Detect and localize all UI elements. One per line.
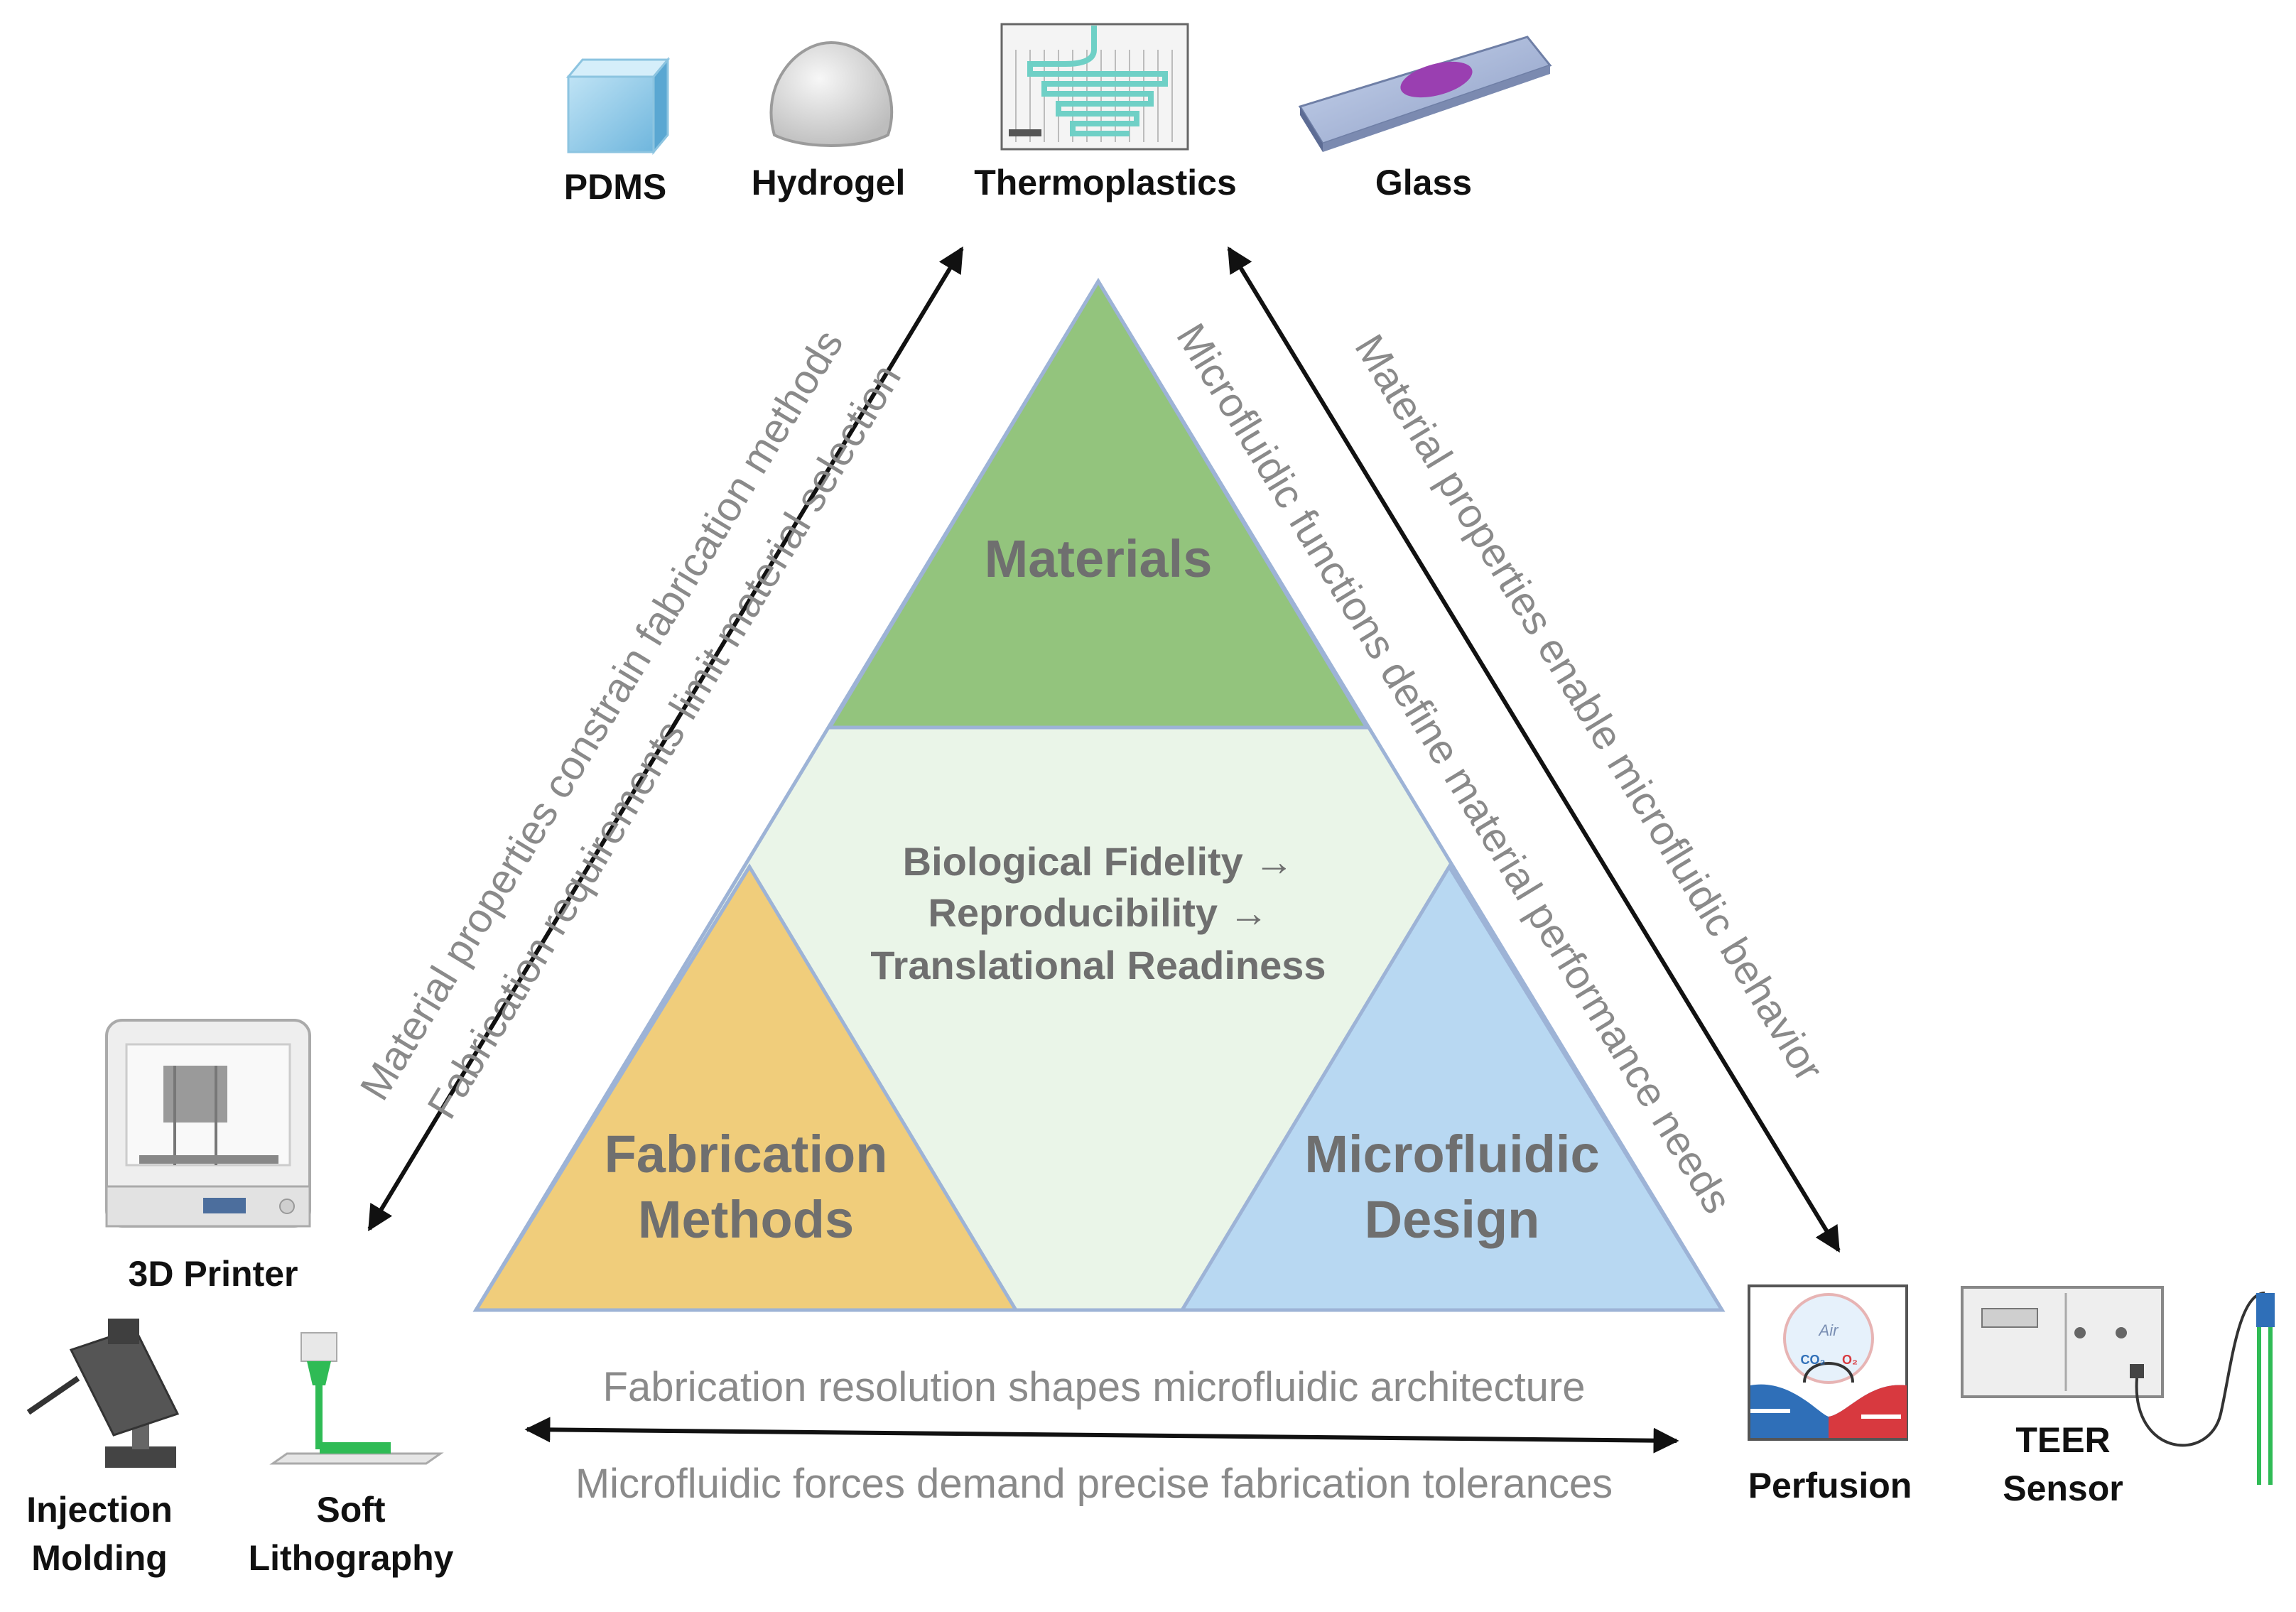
3d-printer-icon	[105, 1019, 311, 1228]
center-text-line1: Biological Fidelity →	[903, 839, 1294, 884]
design-label-line2: Design	[1365, 1190, 1540, 1249]
pdms-label: PDMS	[564, 167, 666, 207]
fabrication-label-line1: Fabrication	[605, 1125, 888, 1184]
hydrogel-label: Hydrogel	[752, 163, 906, 202]
perfusion-inset-o2: O₂	[1842, 1353, 1858, 1367]
perfusion-inset-co2: CO₂	[1801, 1353, 1826, 1367]
perfusion-icon	[1748, 1284, 1908, 1441]
perfusion-label: Perfusion	[1748, 1466, 1912, 1505]
center-text-line3: Translational Readiness	[870, 943, 1326, 988]
pdms-cube-icon	[565, 56, 671, 156]
injection-molding-icon	[26, 1319, 180, 1468]
thermoplastic-chip-icon	[1000, 23, 1189, 151]
design-label-line1: Microfluidic	[1304, 1125, 1599, 1184]
teer-label-line2: Sensor	[2003, 1468, 2123, 1508]
bottom-arrow-bottom-text: Microfluidic forces demand precise fabri…	[575, 1461, 1613, 1507]
right-arrow	[1227, 246, 1841, 1253]
soft-lithography-label-line1: Soft	[316, 1490, 386, 1530]
glass-label: Glass	[1375, 163, 1472, 202]
teer-label-line1: TEER	[2015, 1420, 2110, 1460]
soft-lithography-icon	[269, 1332, 444, 1465]
fabrication-label-line2: Methods	[638, 1190, 854, 1249]
left-arrow	[367, 246, 964, 1232]
3d-printer-label: 3D Printer	[129, 1254, 298, 1294]
thermoplastics-label: Thermoplastics	[974, 163, 1237, 202]
teer-sensor-icon	[1961, 1286, 2275, 1485]
center-text-line2: Reproducibility →	[928, 890, 1268, 935]
injection-label-line1: Injection	[26, 1490, 173, 1530]
glass-slide-icon	[1298, 36, 1552, 152]
materials-label: Materials	[985, 529, 1213, 588]
bottom-arrow-top-text: Fabrication resolution shapes microfluid…	[603, 1364, 1586, 1410]
injection-label-line2: Molding	[31, 1538, 168, 1578]
soft-lithography-label-line2: Lithography	[249, 1538, 454, 1578]
perfusion-inset-air: Air	[1818, 1321, 1840, 1339]
hydrogel-icon	[769, 40, 894, 147]
bottom-arrow	[524, 1417, 1679, 1454]
